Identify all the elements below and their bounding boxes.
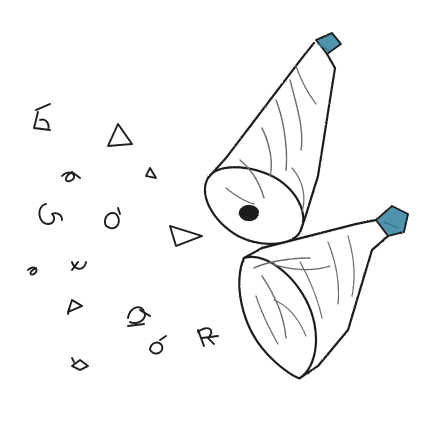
fiber-lint-icon bbox=[27, 103, 219, 371]
shuttle-cone-lower-icon bbox=[238, 205, 409, 380]
shuttle-cone-upper-icon bbox=[203, 32, 342, 245]
